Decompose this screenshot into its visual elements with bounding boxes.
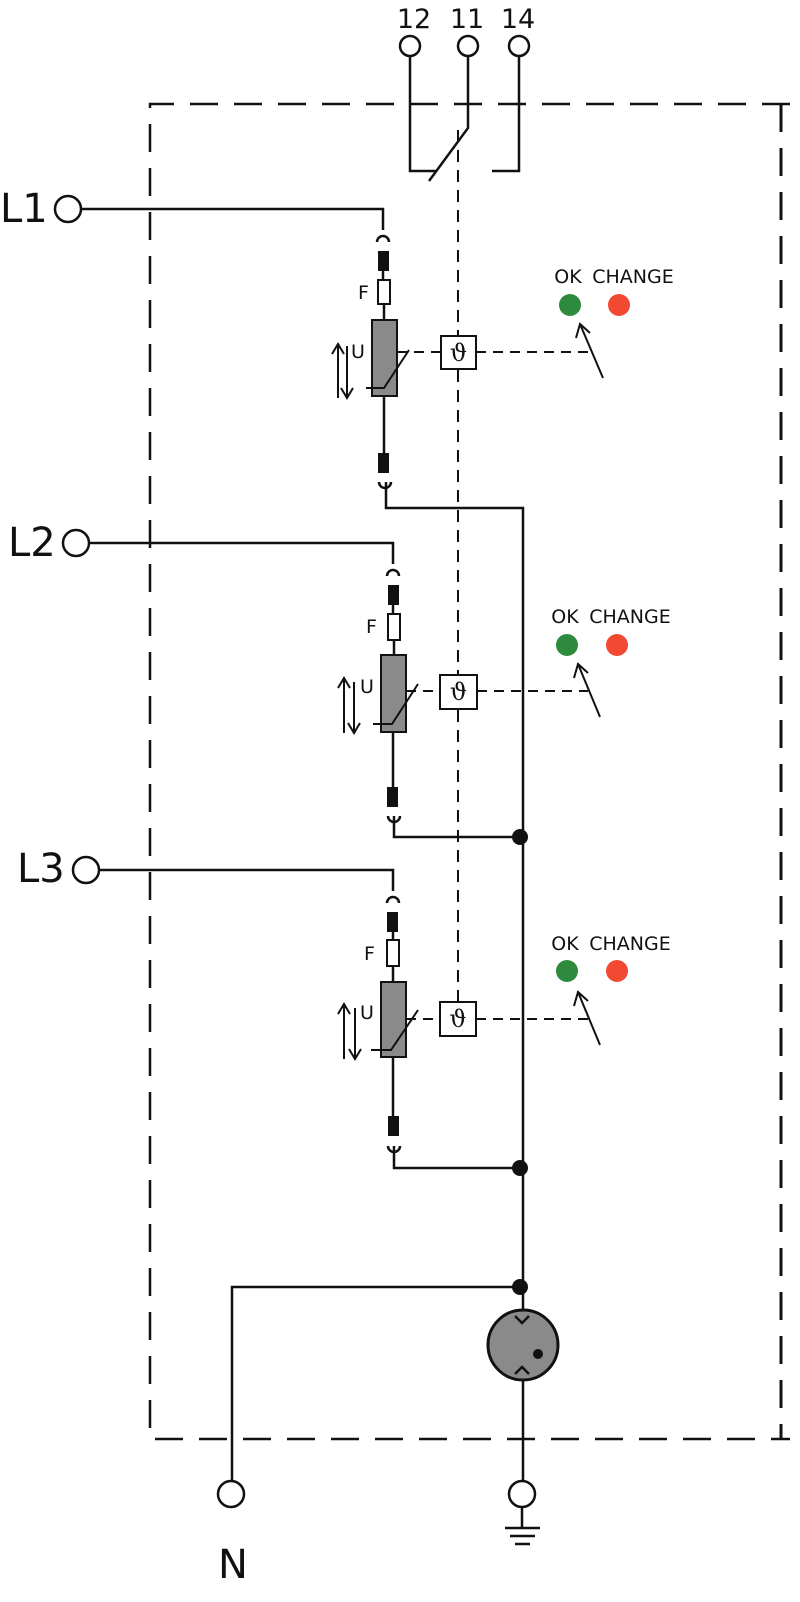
junction-dot bbox=[512, 829, 528, 845]
indicator-pointer bbox=[575, 322, 604, 379]
fuse-label: F bbox=[364, 943, 375, 965]
fuse bbox=[377, 279, 391, 305]
contact-block bbox=[378, 251, 389, 271]
indicator-pointer bbox=[573, 990, 601, 1046]
ok-label: OK bbox=[551, 606, 579, 628]
junction-dot bbox=[512, 1160, 528, 1176]
terminal-pe bbox=[507, 1479, 537, 1509]
plug-contact-bottom bbox=[386, 1145, 402, 1154]
varistor-label: U bbox=[351, 341, 365, 363]
enclosure-boundary bbox=[148, 102, 790, 1441]
thermal-symbol: ϑ bbox=[449, 1005, 466, 1033]
contact-block bbox=[378, 453, 389, 473]
fuse bbox=[387, 613, 401, 641]
contact-block bbox=[388, 1116, 399, 1136]
thermal-symbol: ϑ bbox=[450, 678, 467, 706]
terminal-11-label: 11 bbox=[450, 4, 484, 35]
varistor-label: U bbox=[360, 676, 374, 698]
phase-module-l2: L2 F U ϑ OK CHANGE bbox=[8, 520, 671, 824]
remote-signal-contacts bbox=[398, 34, 531, 182]
phase-label: L2 bbox=[8, 520, 56, 566]
plug-contact-top bbox=[385, 568, 401, 577]
terminal-14 bbox=[507, 34, 531, 58]
ok-label: OK bbox=[554, 266, 582, 288]
terminal-l1 bbox=[53, 194, 83, 224]
ok-indicator bbox=[559, 294, 581, 316]
phase-label: L3 bbox=[17, 846, 65, 892]
contact-block bbox=[388, 585, 399, 605]
indicator-pointer bbox=[573, 662, 601, 718]
ok-indicator bbox=[556, 960, 578, 982]
phase-label: L1 bbox=[0, 186, 48, 232]
change-label: CHANGE bbox=[592, 266, 674, 288]
fuse-label: F bbox=[358, 282, 369, 304]
thermal-disconnector bbox=[440, 335, 477, 370]
ok-label: OK bbox=[551, 933, 579, 955]
fuse bbox=[386, 939, 400, 967]
varistor bbox=[380, 654, 407, 733]
junction-dot bbox=[512, 1279, 528, 1295]
change-label: CHANGE bbox=[589, 606, 671, 628]
plug-contact-bottom bbox=[377, 481, 393, 490]
common-bus bbox=[230, 482, 525, 1482]
change-indicator bbox=[606, 634, 628, 656]
terminal-12 bbox=[398, 34, 422, 58]
terminal-12-label: 12 bbox=[397, 4, 431, 35]
contact-block bbox=[387, 912, 398, 932]
thermal-symbol: ϑ bbox=[450, 339, 467, 367]
terminal-14-label: 14 bbox=[501, 4, 535, 35]
varistor-label: U bbox=[360, 1002, 374, 1024]
change-indicator bbox=[608, 294, 630, 316]
terminal-l2 bbox=[61, 528, 91, 558]
terminal-l3 bbox=[71, 855, 101, 885]
phase-module-l3: L3 F U ϑ OK CHANGE bbox=[17, 846, 671, 1154]
spark-gap bbox=[486, 1308, 560, 1382]
ok-indicator bbox=[556, 634, 578, 656]
ground-icon bbox=[505, 1507, 540, 1546]
neutral-label: N bbox=[218, 1542, 248, 1588]
varistor bbox=[371, 319, 398, 397]
phase-module-l1: L1 F U ϑ OK CHANGE bbox=[0, 186, 674, 490]
terminal-n bbox=[216, 1479, 246, 1509]
thermal-disconnector bbox=[439, 1001, 477, 1037]
change-label: CHANGE bbox=[589, 933, 671, 955]
plug-contact-top bbox=[375, 234, 391, 243]
plug-contact-top bbox=[385, 895, 401, 904]
terminal-11 bbox=[456, 34, 480, 58]
contact-block bbox=[387, 787, 398, 807]
change-indicator bbox=[606, 960, 628, 982]
plug-contact-bottom bbox=[386, 815, 402, 824]
fuse-label: F bbox=[366, 616, 377, 638]
